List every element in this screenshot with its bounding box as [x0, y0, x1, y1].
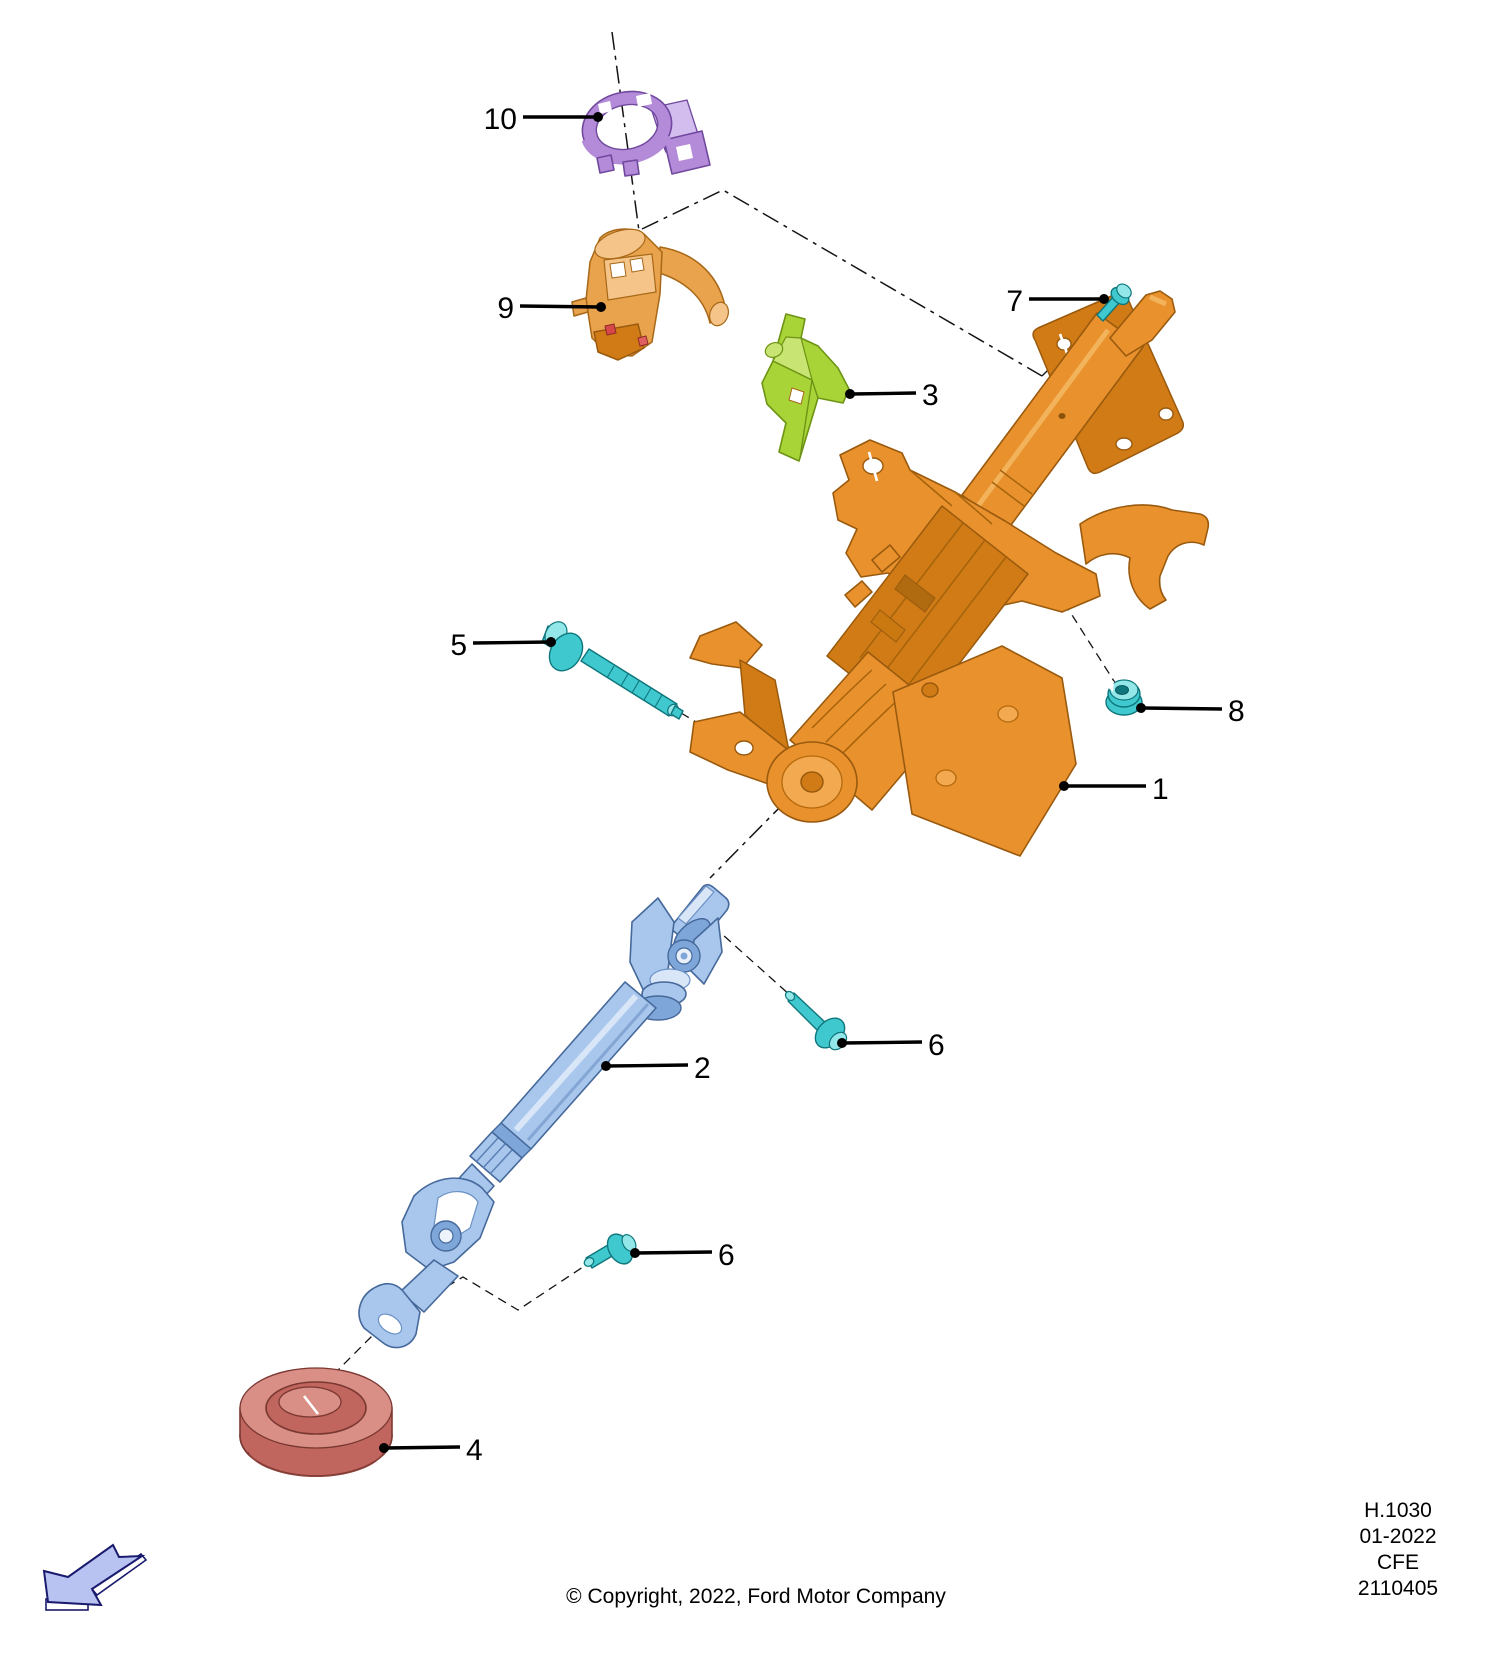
callout-1[interactable]: 1: [1059, 773, 1169, 806]
callout-2-dot: [601, 1061, 611, 1071]
callout-4-dot: [379, 1443, 389, 1453]
callout-5-leader: [472, 640, 551, 645]
reference-code: CFE: [1377, 1551, 1419, 1574]
callout-8-dot: [1136, 703, 1146, 713]
callout-7-label[interactable]: 7: [1006, 285, 1023, 318]
intermediate-shaft[interactable]: [358, 883, 730, 1349]
callout-4-label[interactable]: 4: [466, 1434, 483, 1467]
callout-5[interactable]: 5: [450, 629, 556, 662]
callout-3-dot: [845, 389, 855, 399]
callout-4[interactable]: 4: [379, 1434, 483, 1467]
reference-number: 2110405: [1357, 1577, 1439, 1600]
lock-ring-housing[interactable]: [576, 83, 711, 177]
callout-9[interactable]: 9: [497, 292, 606, 325]
callout-9-label[interactable]: 9: [497, 292, 514, 325]
callout-5-dot: [546, 637, 556, 647]
bolt-6-lower[interactable]: [583, 1230, 639, 1269]
callout-7[interactable]: 7: [1006, 285, 1109, 318]
callout-6-upper-dot: [837, 1038, 847, 1048]
callout-3-label[interactable]: 3: [922, 379, 939, 412]
callout-6-upper-leader: [842, 1040, 923, 1045]
callout-9-leader: [519, 304, 601, 309]
reference-section: H.1030: [1364, 1499, 1432, 1522]
callout-1-label[interactable]: 1: [1152, 773, 1169, 806]
callout-6-upper-label[interactable]: 6: [928, 1029, 945, 1062]
callout-10[interactable]: 10: [484, 103, 603, 136]
back-button[interactable]: [42, 1543, 148, 1611]
callout-10-label[interactable]: 10: [484, 103, 517, 136]
callout-6-lower[interactable]: 6: [630, 1239, 735, 1272]
callout-6-lower-label[interactable]: 6: [718, 1239, 735, 1272]
callout-9-dot: [596, 302, 606, 312]
callout-3-leader: [850, 391, 917, 396]
dash-seal[interactable]: [239, 1367, 393, 1478]
callout-8[interactable]: 8: [1136, 695, 1245, 728]
bolt-7[interactable]: [1096, 281, 1134, 322]
callout-3[interactable]: 3: [845, 379, 939, 412]
callout-10-dot: [593, 112, 603, 122]
callout-7-dot: [1099, 294, 1109, 304]
callout-8-label[interactable]: 8: [1228, 695, 1245, 728]
reference-date: 01-2022: [1359, 1525, 1437, 1548]
callout-2[interactable]: 2: [601, 1052, 711, 1085]
callout-4-leader: [384, 1445, 461, 1450]
callout-1-dot: [1059, 781, 1069, 791]
nut-8[interactable]: [1105, 679, 1143, 716]
callout-5-label[interactable]: 5: [450, 629, 467, 662]
callout-6-lower-dot: [630, 1248, 640, 1258]
copyright-text: © Copyright, 2022, Ford Motor Company: [566, 1585, 946, 1608]
column-bracket[interactable]: [761, 313, 850, 462]
reference-block: H.1030 01-2022 CFE 2110405: [1336, 1498, 1460, 1602]
callout-2-label[interactable]: 2: [694, 1052, 711, 1085]
callout-8-leader: [1141, 706, 1223, 711]
callout-6-lower-leader: [635, 1250, 713, 1255]
bolt-5[interactable]: [541, 618, 684, 720]
callout-6-upper[interactable]: 6: [837, 1029, 945, 1062]
steering-column-assembly[interactable]: [689, 290, 1210, 857]
callout-2-leader: [606, 1063, 689, 1068]
back-arrow-icon: [42, 1543, 148, 1611]
steering-sensor-module[interactable]: [571, 224, 732, 361]
